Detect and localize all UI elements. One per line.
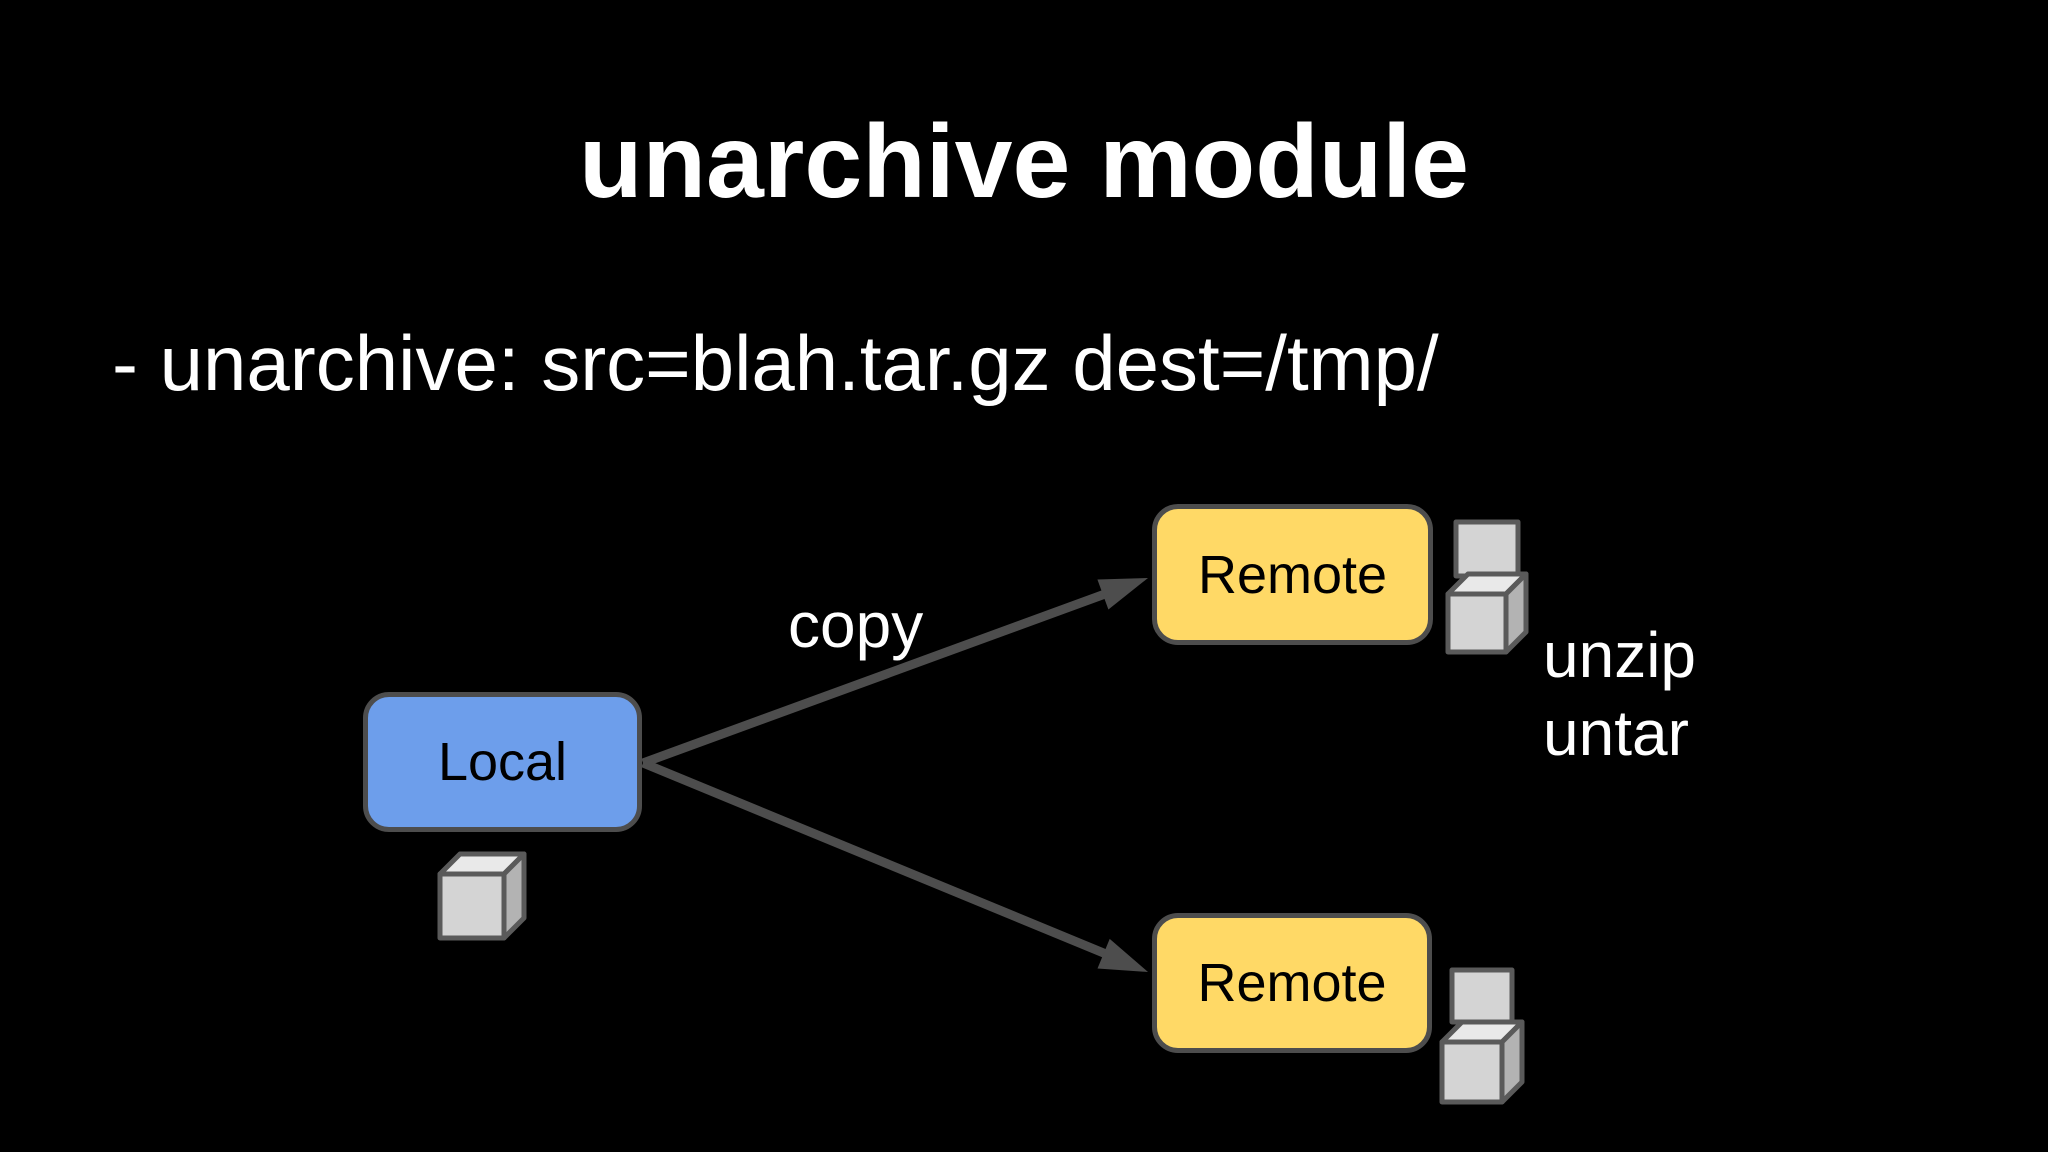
slide-title: unarchive module [579, 104, 1469, 220]
node-local-label: Local [437, 732, 568, 792]
node-remote-top-label: Remote [1197, 544, 1388, 605]
node-remote-top: Remote [1152, 504, 1433, 645]
file-cubes-stack-icon [1439, 967, 1525, 1105]
node-remote-bottom-label: Remote [1197, 953, 1387, 1013]
untar-label: untar [1543, 697, 1689, 769]
bullet-code-line: - unarchive: src=blah.tar.gz dest=/tmp/ [112, 319, 1439, 407]
arrow-local-to-remote-top [641, 578, 1148, 768]
arrow-local-to-remote-bottom [641, 758, 1148, 972]
file-cube-icon [437, 851, 527, 941]
node-local: Local [363, 692, 642, 832]
copy-edge-label: copy [788, 589, 924, 661]
file-cubes-stack-icon [1445, 519, 1529, 655]
node-remote-bottom: Remote [1152, 913, 1432, 1053]
unzip-label: unzip [1543, 619, 1696, 691]
unzip-untar-label: unzip untar [1543, 616, 1696, 772]
